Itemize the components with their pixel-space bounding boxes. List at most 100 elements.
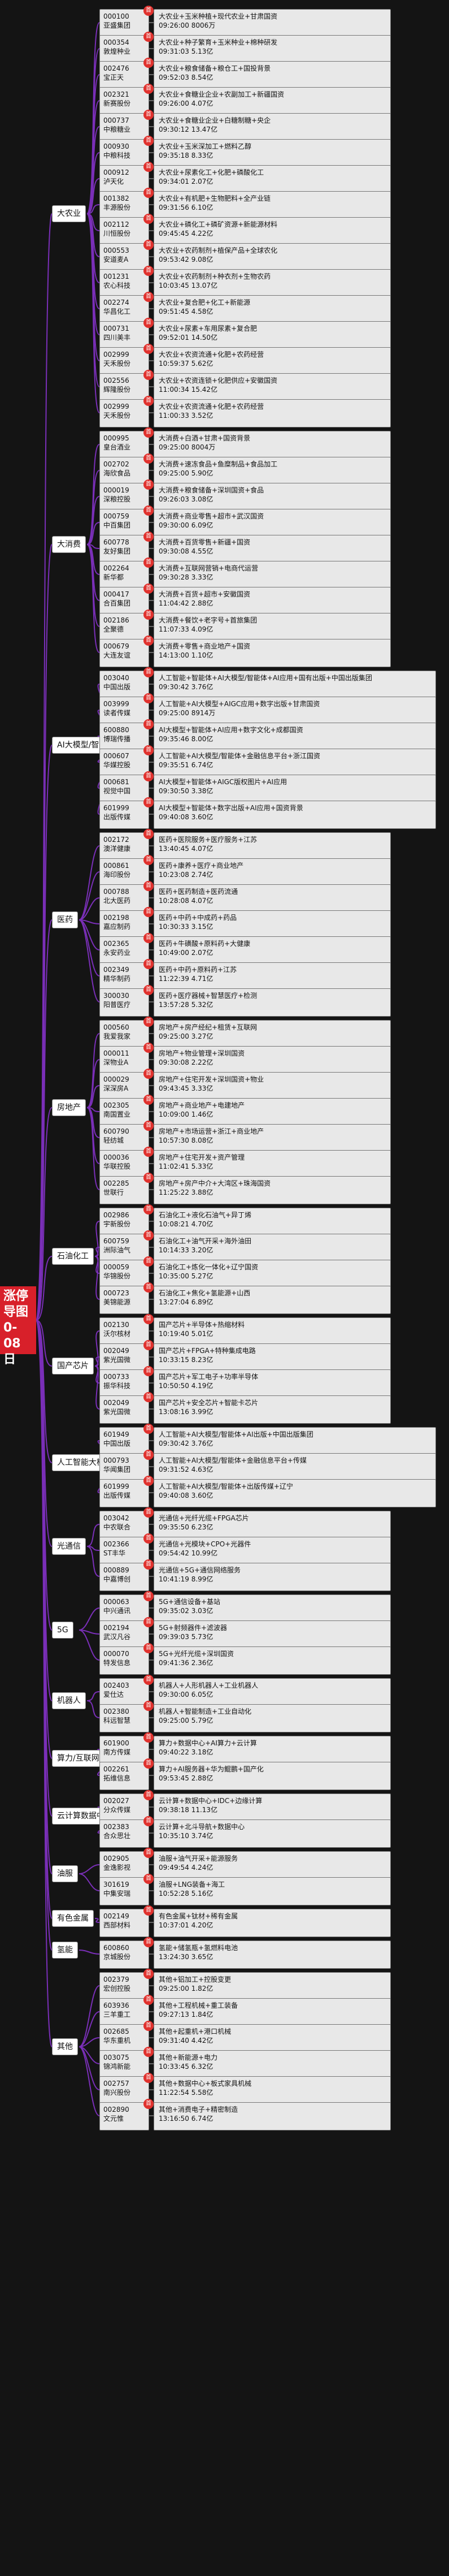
category-node[interactable]: 医药	[52, 911, 78, 928]
limit-up-badge-icon: 首	[143, 1043, 154, 1053]
stock-code: 300030	[103, 992, 129, 1000]
category-node[interactable]: 有色金属	[52, 1910, 94, 1927]
category-node[interactable]: 大农业	[52, 205, 86, 222]
stock-code: 000679	[103, 642, 129, 650]
reason-text: 大农业+复合肥+化工+新能源	[159, 299, 251, 306]
stock-name: 南国置业	[103, 1110, 131, 1118]
category-node[interactable]: 算力/互联网	[52, 1750, 104, 1767]
category-node[interactable]: 氢能	[52, 1942, 78, 1959]
category-node[interactable]: 光通信	[52, 1538, 86, 1555]
stock-code: 301619	[103, 1881, 129, 1888]
category-node[interactable]: 其他	[52, 2038, 78, 2055]
category-node[interactable]: 大消费	[52, 536, 86, 553]
category-node[interactable]: 5G	[52, 1622, 73, 1639]
category-node[interactable]: 房地产	[52, 1099, 86, 1116]
category-node[interactable]: 油服	[52, 1865, 78, 1882]
limit-up-time: 11:22:39 4.71亿	[159, 975, 213, 983]
category-node[interactable]: 机器人	[52, 1692, 86, 1709]
category-node[interactable]: 国产芯片	[52, 1358, 94, 1375]
category-node[interactable]: 石油化工	[52, 1248, 94, 1265]
